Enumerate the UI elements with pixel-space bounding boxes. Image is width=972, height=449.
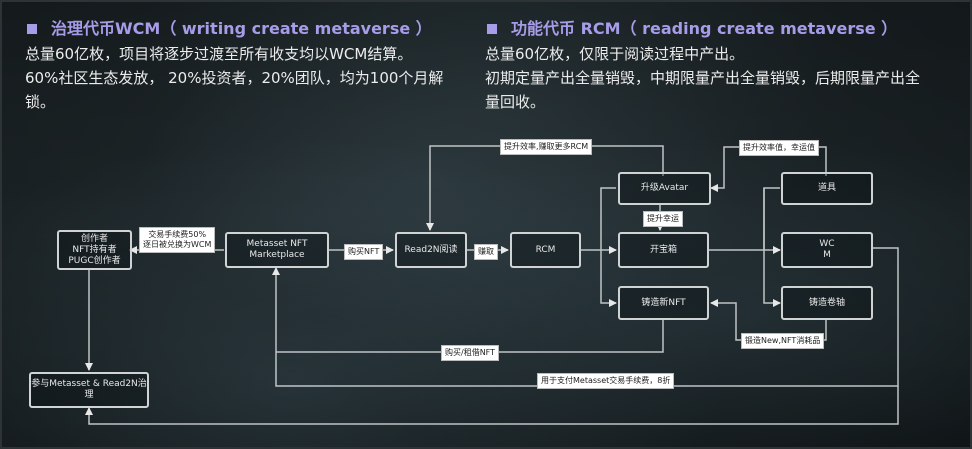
governance-desc-line: 60%社区生态发放， 20%投资者，20%团队，均为100个月解 [25, 69, 444, 87]
edge-scroll-to-mint-nft [710, 299, 827, 341]
node-read2n[interactable]: Read2N阅读 [395, 232, 467, 268]
label-efficiency-luck: 提升效率值，幸运值 [739, 140, 819, 156]
edge-props-to-avatar [710, 146, 827, 192]
utility-token-section: 功能代币 RCM（ reading create metaverse ） 总量6… [485, 18, 955, 114]
square-bullet-icon [27, 24, 37, 34]
label-more-rcm: 提升效率,赚取更多RCM [500, 139, 593, 155]
label-fee-split: 交易手续费50% 逐日被兑换为WCM [139, 227, 216, 253]
edge-mint-nft-to-marketplace [276, 318, 664, 353]
edge-avatar-to-mint-nft [600, 187, 617, 307]
node-rcm[interactable]: RCM [510, 232, 581, 268]
utility-desc-line: 量回收。 [485, 93, 546, 111]
label-luck: 提升幸运 [643, 211, 683, 227]
governance-token-section: 治理代币WCM（ writing create metaverse ） 总量60… [25, 18, 470, 114]
governance-desc-line: 锁。 [25, 93, 56, 111]
utility-desc-line: 总量60亿枚，仅限于阅读过程中产出。 [485, 45, 745, 63]
node-creators[interactable]: 创作者 NFT持有者 PUGC创作者 [57, 230, 132, 270]
edge-props-to-scroll [763, 188, 781, 307]
node-open-chest[interactable]: 开宝箱 [618, 232, 709, 268]
square-bullet-icon [487, 24, 497, 34]
governance-desc-line: 总量60亿枚，项目将逐步过渡至所有收支均以WCM结算。 [25, 45, 413, 63]
utility-desc-line: 初期定量产出全量销毁，中期限量产出全量销毁，后期限量产出全 [485, 69, 921, 87]
utility-token-title: 功能代币 RCM（ reading create metaverse ） [485, 18, 955, 40]
node-mint-scroll[interactable]: 铸造卷轴 [781, 286, 873, 320]
node-governance[interactable]: 参与Metasset & Read2N治理 [29, 372, 149, 408]
label-new-nft-consumable: 锻造New,NFT消耗品 [741, 333, 825, 349]
node-wcm[interactable]: WC M [781, 232, 873, 268]
label-earn: 赚取 [474, 244, 498, 260]
edge-props-to-wcm [763, 187, 780, 250]
label-buy-nft: 购买NFT [344, 244, 384, 260]
node-marketplace[interactable]: Metasset NFT Marketplace [225, 232, 329, 268]
node-props[interactable]: 道具 [781, 172, 873, 205]
label-buy-rent-nft: 购买/租借NFT [441, 345, 500, 361]
node-mint-new-nft[interactable]: 铸造新NFT [618, 286, 709, 320]
node-upgrade-avatar[interactable]: 升级Avatar [618, 172, 711, 205]
label-pay-fee: 用于支付Metasset交易手续费，8折 [537, 373, 675, 389]
governance-token-title: 治理代币WCM（ writing create metaverse ） [25, 18, 470, 40]
edge-wcm-to-governance [85, 386, 899, 425]
